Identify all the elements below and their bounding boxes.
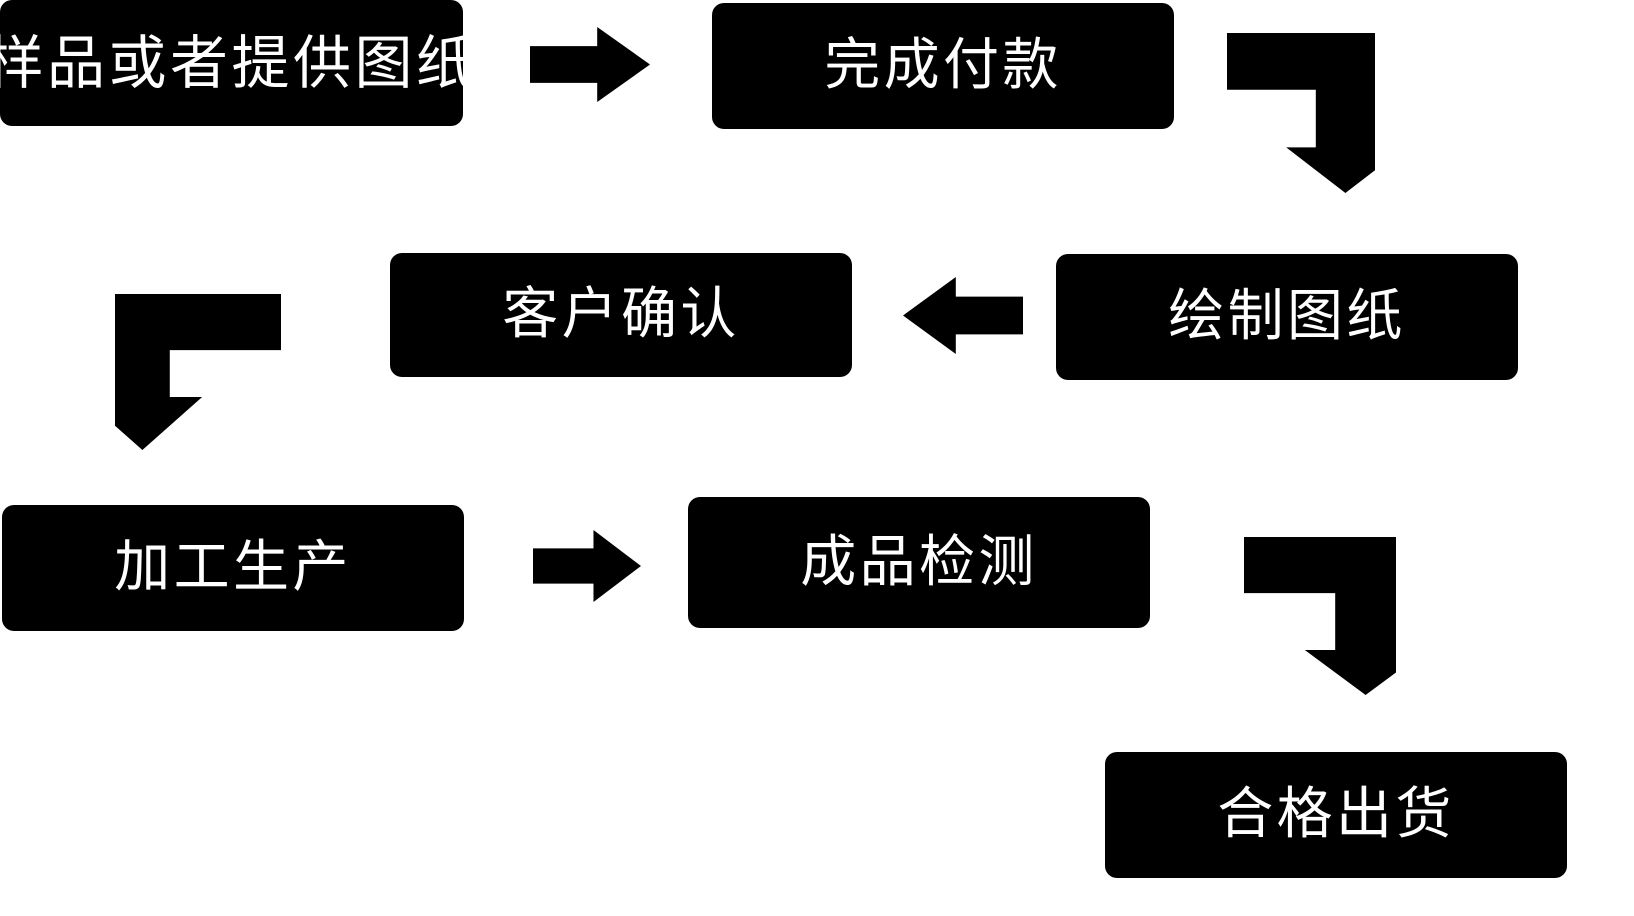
arrow-elbow-right-down-icon: [1227, 33, 1375, 193]
process-node-production[interactable]: 加工生产: [2, 505, 464, 631]
process-node-payment[interactable]: 完成付款: [712, 3, 1174, 129]
arrow-right-icon: [533, 530, 641, 602]
arrow-left-icon: [903, 277, 1023, 354]
process-node-label: 加工生产: [114, 535, 352, 600]
process-node-inspection[interactable]: 成品检测: [688, 497, 1150, 628]
process-node-label: 成品检测: [800, 529, 1038, 595]
process-node-label: 样品或者提供图纸: [0, 29, 478, 97]
process-node-label: 绘制图纸: [1168, 284, 1406, 349]
arrow-right-icon: [530, 27, 650, 102]
arrow-elbow-right-down-icon: [1244, 537, 1396, 695]
process-node-label: 完成付款: [824, 33, 1062, 98]
process-node-confirm[interactable]: 客户确认: [390, 253, 852, 377]
process-node-sample[interactable]: 样品或者提供图纸: [0, 0, 474, 126]
process-node-drawing[interactable]: 绘制图纸: [1056, 254, 1518, 380]
process-node-shipment[interactable]: 合格出货: [1105, 752, 1567, 878]
arrow-elbow-left-down-icon: [115, 294, 281, 450]
process-node-label: 合格出货: [1217, 782, 1455, 847]
process-node-label: 客户确认: [502, 282, 740, 347]
